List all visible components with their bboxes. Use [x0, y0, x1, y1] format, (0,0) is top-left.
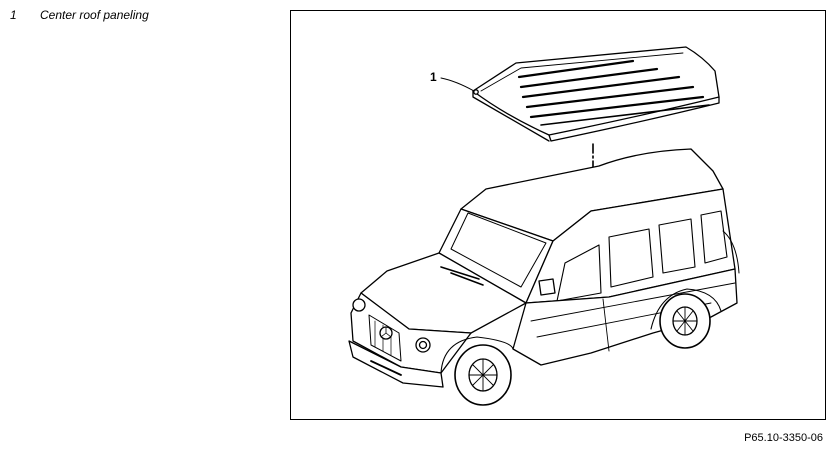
legend-item: 1 Center roof paneling	[10, 8, 149, 22]
parts-legend: 1 Center roof paneling	[10, 8, 149, 22]
figure-frame: 1	[290, 10, 826, 420]
roof-panel	[472, 46, 720, 142]
callout-leader-1	[440, 77, 475, 92]
figure-code: P65.10-3350-06	[744, 432, 823, 444]
legend-item-number: 1	[10, 8, 17, 22]
callout-label-1: 1	[430, 70, 437, 84]
legend-item-label: Center roof paneling	[40, 8, 149, 22]
vehicle-body	[348, 148, 740, 406]
exploded-view-drawing: 1	[348, 46, 740, 406]
